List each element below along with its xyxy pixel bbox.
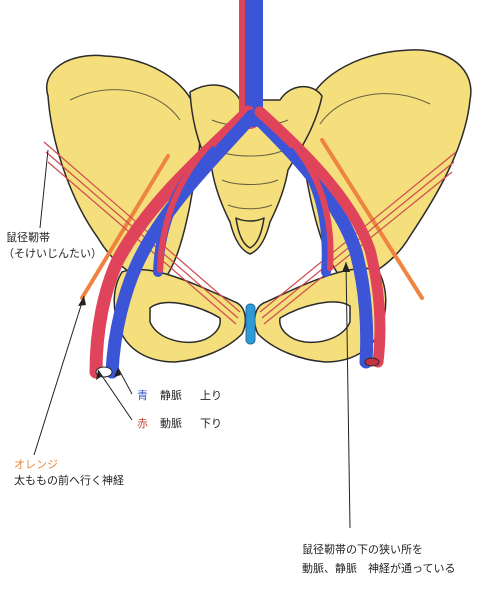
coccyx — [235, 217, 265, 249]
artery-direction-label: 下り — [200, 417, 222, 430]
left-femoral-nerve — [80, 154, 170, 300]
red-color-label: 赤 — [137, 417, 148, 430]
right-vessel-end — [364, 357, 380, 367]
leader-lines — [33, 149, 351, 529]
vein-direction-label: 上り — [200, 389, 222, 402]
note-line-1: 鼠径靭帯の下の狭い所を — [302, 543, 423, 556]
vein-label: 静脈 — [160, 389, 182, 402]
ligament-leader — [39, 149, 49, 229]
right-vein — [249, 109, 374, 369]
left-internal-artery — [157, 137, 217, 273]
right-femoral-nerve — [320, 138, 424, 300]
orange-color-label: オレンジ — [14, 458, 58, 471]
vein-leader — [117, 367, 133, 395]
right-obturator — [279, 301, 351, 344]
blue-color-label: 青 — [137, 389, 148, 402]
leader-arrowheads — [78, 262, 350, 380]
pubic-symphysis — [245, 303, 256, 345]
femoral-nerves — [80, 138, 424, 300]
artery-leader — [97, 369, 133, 421]
inguinal-ligament-reading-label: （そけいじんたい） — [3, 247, 102, 260]
artery-label: 動脈 — [160, 417, 182, 430]
left-obturator — [149, 301, 221, 344]
right-internal-artery — [287, 137, 334, 271]
nerve-leader — [33, 295, 85, 456]
inguinal-ligament-label: 鼠径靭帯 — [6, 231, 50, 244]
left-artery — [89, 105, 255, 379]
blood-vessels — [89, 0, 386, 379]
nerve-description-label: 太ももの前へ行く神経 — [14, 474, 124, 487]
note-leader — [345, 261, 351, 529]
left-vein — [105, 109, 259, 379]
note-line-2: 動脈、静脈 神経が通っている — [302, 562, 456, 575]
